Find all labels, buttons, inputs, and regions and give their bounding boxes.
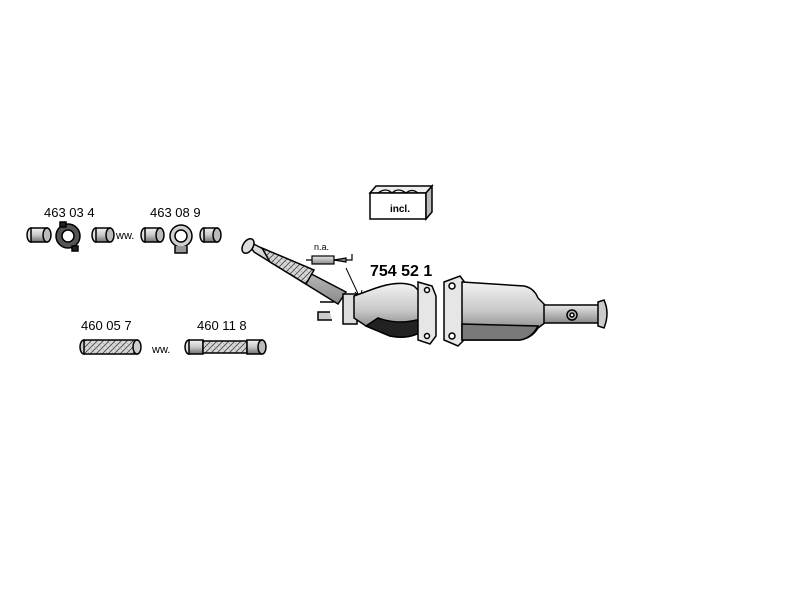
particulate-filter-section <box>443 275 608 347</box>
front-pipe-flex-section <box>260 246 316 286</box>
part-number-catalyst: 754 52 1 <box>370 263 433 280</box>
clamp-set-463089 <box>140 224 222 254</box>
part-number-flex-a: 460 05 7 <box>81 318 132 333</box>
included-label: incl. <box>377 203 423 217</box>
flex-pipe-460118 <box>184 339 267 355</box>
part-number-flex-b: 460 11 8 <box>197 318 247 333</box>
flex-pipe-460057 <box>79 339 142 355</box>
front-pipe <box>241 237 348 321</box>
clamp-set-463034 <box>26 221 115 252</box>
part-number-clamp-b: 463 08 9 <box>150 205 201 220</box>
catalyst-outlet-flange <box>417 281 437 345</box>
part-number-clamp-a: 463 03 4 <box>44 205 95 220</box>
pointer-line <box>345 267 361 299</box>
catalyst-754521 <box>342 281 437 345</box>
ww-note-2: ww. <box>152 344 171 356</box>
na-note: n.a. <box>314 242 330 252</box>
ww-note-1: ww. <box>116 230 135 242</box>
